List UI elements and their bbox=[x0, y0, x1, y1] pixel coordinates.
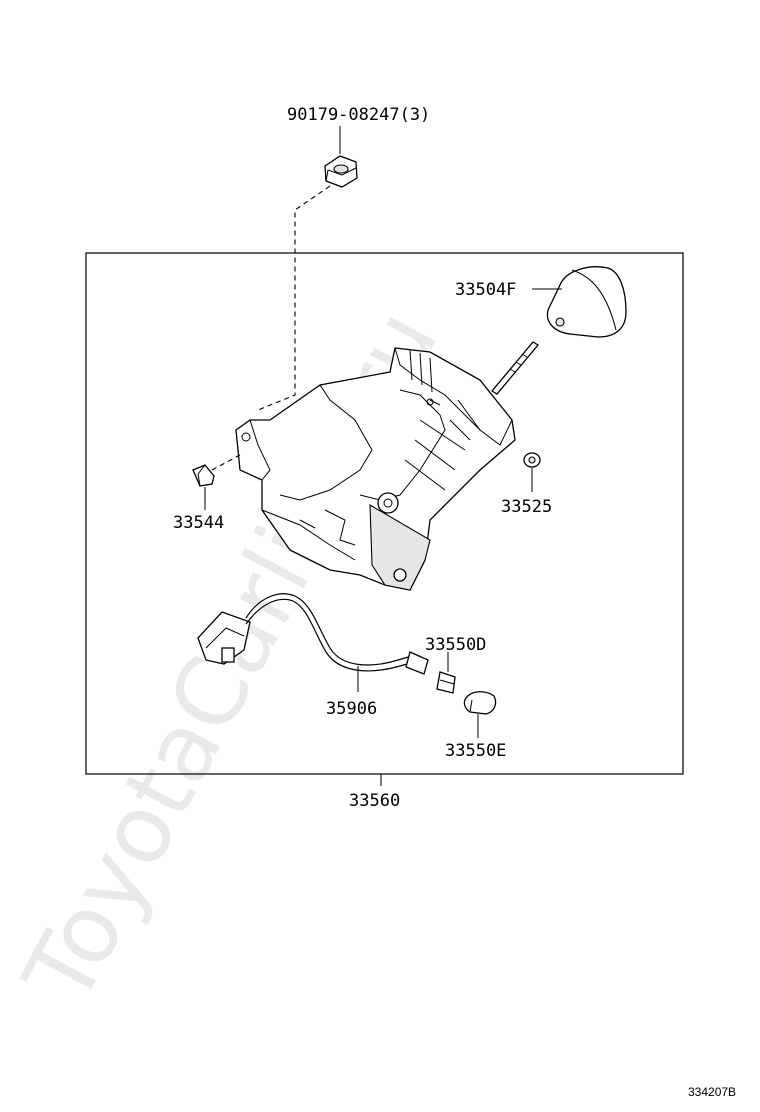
bulb-d-part bbox=[436, 671, 456, 694]
washer-label: 33525 bbox=[501, 497, 552, 517]
shift-lever-assembly bbox=[235, 341, 539, 591]
clip-part bbox=[192, 464, 215, 487]
nut-dashed-line bbox=[257, 185, 331, 411]
bulb-d-label: 33550D bbox=[425, 635, 486, 655]
bulb-e-part bbox=[463, 691, 497, 715]
shift-knob-part bbox=[546, 266, 627, 338]
clip-dashed-line bbox=[211, 454, 241, 471]
clip-label: 33544 bbox=[173, 513, 224, 533]
reference-code: 334207B bbox=[688, 1085, 736, 1099]
shift-knob-label: 33504F bbox=[455, 280, 516, 300]
wire-harness-part bbox=[197, 593, 429, 675]
assembly-frame bbox=[85, 252, 684, 775]
washer-part bbox=[523, 452, 541, 468]
assembly-label: 33560 bbox=[349, 791, 400, 811]
wire-harness-label: 35906 bbox=[326, 699, 377, 719]
nut-label: 90179-08247(3) bbox=[287, 105, 430, 125]
nut-part bbox=[324, 155, 358, 188]
bulb-e-label: 33550E bbox=[445, 741, 506, 761]
